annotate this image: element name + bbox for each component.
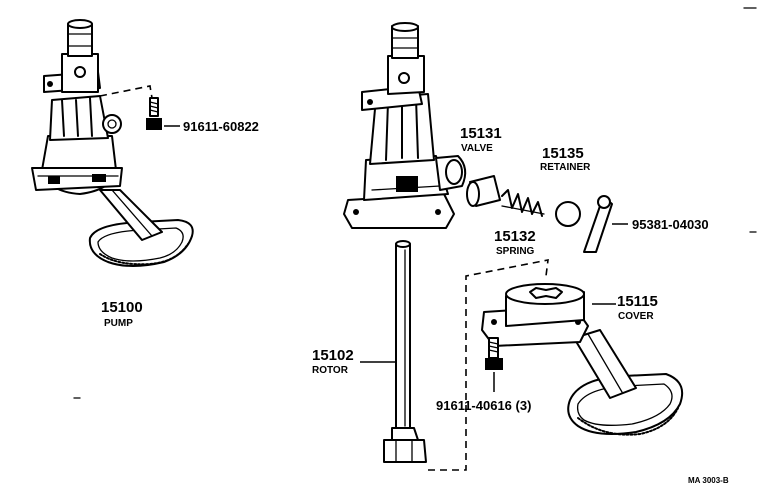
part-number-rotor: 15102 xyxy=(312,347,354,364)
bolt-40616-illustration xyxy=(485,337,503,370)
part-name-valve: VALVE xyxy=(461,143,493,154)
part-number-bolt-40616: 91611-40616 (3) xyxy=(436,398,531,413)
pump-assembly-illustration xyxy=(31,19,194,267)
cotter-pin-illustration xyxy=(583,195,613,253)
rotor-illustration xyxy=(383,240,427,463)
part-number-valve: 15131 xyxy=(460,125,502,142)
part-name-pump: PUMP xyxy=(104,318,133,329)
valve-illustration xyxy=(466,175,501,207)
part-number-spring: 15132 xyxy=(494,228,536,245)
part-number-pump: 15100 xyxy=(101,299,143,316)
rotor-cover-guide-dashes xyxy=(428,259,549,471)
bolt-guide-dashes xyxy=(99,85,153,99)
part-number-bolt-60822: 91611-60822 xyxy=(183,119,259,134)
retainer-illustration xyxy=(555,201,581,227)
bolt-60822-illustration xyxy=(146,97,162,130)
part-number-cover: 15115 xyxy=(617,293,658,310)
cover-illustration xyxy=(481,283,684,436)
part-name-spring: SPRING xyxy=(496,246,535,257)
part-name-cover: COVER xyxy=(618,311,654,322)
reference-code: MA 3003-B xyxy=(688,476,729,485)
pump-body-illustration xyxy=(343,22,467,229)
part-name-retainer: RETAINER xyxy=(540,162,591,173)
part-number-retainer: 15135 xyxy=(542,145,584,162)
part-number-cotter-pin: 95381-04030 xyxy=(632,217,709,232)
part-name-rotor: ROTOR xyxy=(312,365,349,376)
spring-illustration xyxy=(501,189,545,217)
